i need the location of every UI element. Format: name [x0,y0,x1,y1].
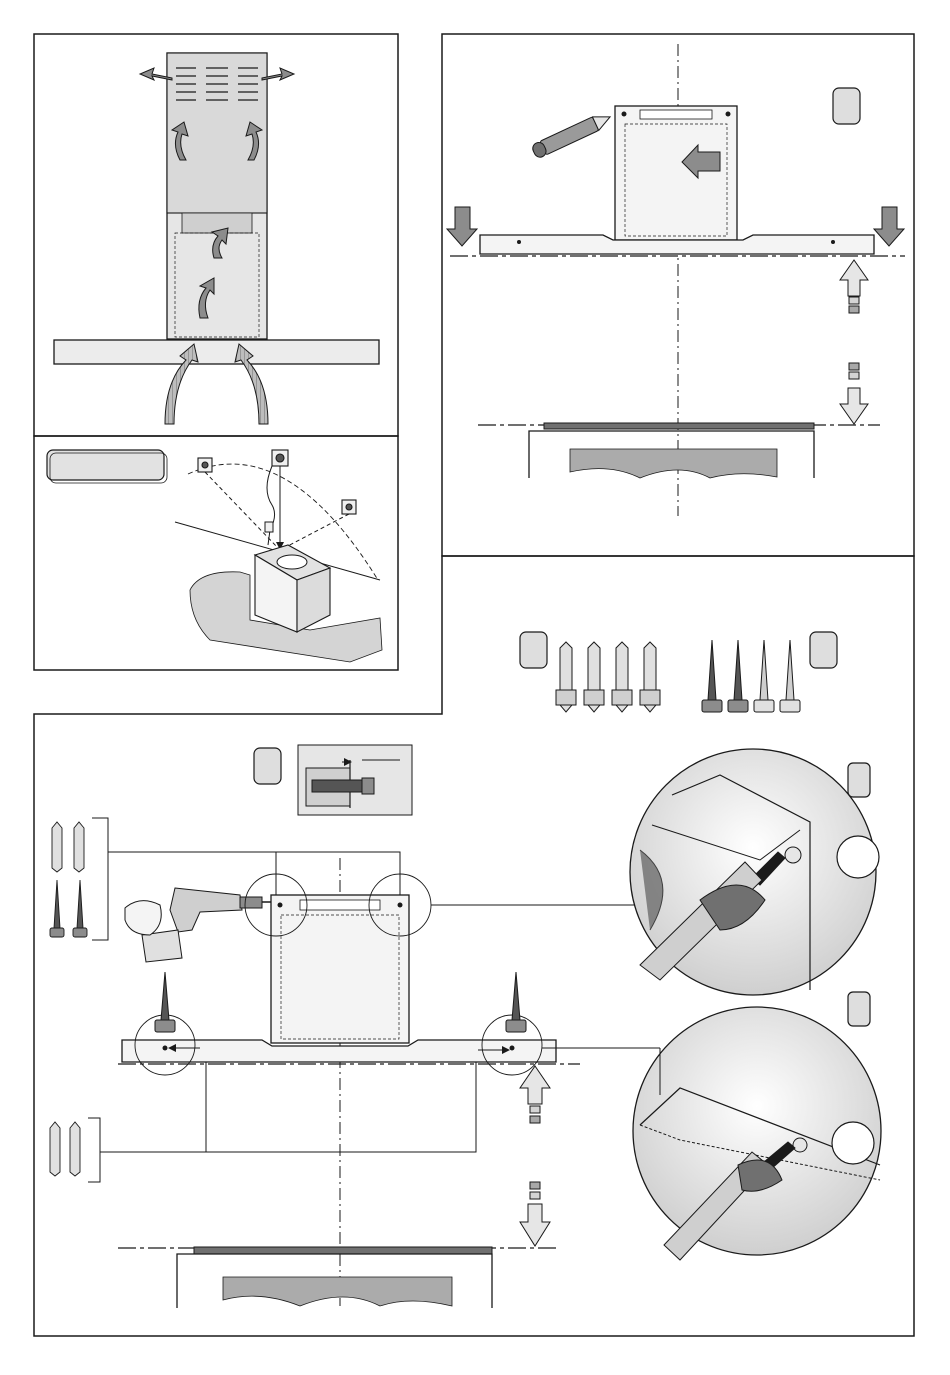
zoom-detail-screw-bottom [633,992,881,1260]
hob [194,1247,492,1254]
hob-surface [223,1277,452,1306]
drill-icon [125,888,282,962]
up-arrow-icon [520,1066,550,1104]
airflow-arrow-icon [874,207,904,246]
step-badge [810,632,837,668]
down-arrow-icon [520,1204,550,1246]
up-arrow-icon [840,260,868,296]
screw-icon [702,640,800,712]
panel-recirculation-airflow [34,34,398,436]
hood-canopy [54,340,379,364]
airflow-arrow-icon [447,207,477,246]
down-arrow-icon [840,388,868,424]
wall-plug-icon [50,822,84,1176]
power-cable [267,466,275,545]
step-badge [254,748,281,784]
mounting-bracket [271,895,409,1043]
panel-marking-holes [442,34,914,556]
step-badge [520,632,547,668]
socket-icon [198,450,356,514]
screw-icon [50,880,87,937]
step-badge [848,763,870,797]
wall-plug-icon [556,642,660,712]
panel-wall-mounting [34,556,914,1336]
motor-unit [255,545,330,632]
hob [544,423,814,429]
pencil-icon [531,110,613,159]
zoom-detail-screw-top [630,749,879,995]
hob-surface [570,449,777,478]
mounting-bracket [615,106,737,240]
plug-depth-detail [298,745,412,815]
panel-cable-routing [34,436,398,670]
step-badge [833,88,860,124]
chimney [140,53,294,339]
step-badge [848,992,870,1026]
panel-fixings-kit [520,632,837,712]
label-badge [47,450,164,480]
